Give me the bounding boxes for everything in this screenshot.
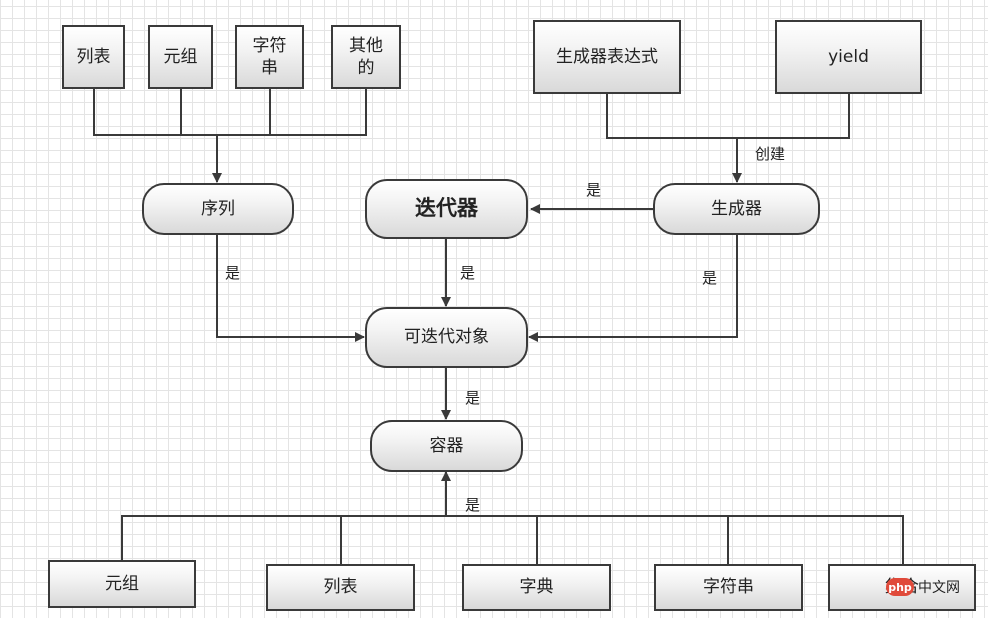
label-create: 创建: [755, 145, 786, 163]
edge-creators-to-generator: [606, 93, 850, 139]
node-generator-expression: 生成器表达式: [533, 20, 681, 94]
label-iterable-is-container: 是: [465, 389, 481, 407]
node-yield-label: yield: [828, 46, 869, 67]
node-yield: yield: [775, 20, 922, 94]
node-sequence-label: 序列: [201, 198, 235, 219]
node-iterator-label: 迭代器: [415, 196, 478, 221]
node-dict-bottom-label: 字典: [519, 577, 554, 598]
label-generator-is-iterable: 是: [702, 269, 718, 287]
node-dict-bottom: 字典: [462, 564, 611, 611]
node-iterable-label: 可迭代对象: [404, 327, 489, 348]
node-iterable: 可迭代对象: [365, 307, 528, 368]
label-iterator-is-iterable: 是: [460, 264, 476, 282]
node-list-bottom-label: 列表: [323, 577, 358, 598]
edge-top-group-to-sequence: [93, 88, 367, 136]
node-string-top: 字符串: [235, 25, 304, 89]
watermark-text: 中文网: [918, 580, 960, 596]
edge-bottom-group-to-container: [121, 515, 904, 565]
node-generator: 生成器: [653, 183, 820, 235]
node-list-top: 列表: [62, 25, 125, 89]
node-list-top-label: 列表: [76, 46, 111, 67]
node-other-top-label: 其他的: [349, 35, 383, 78]
node-tuple-bottom-label: 元组: [105, 573, 139, 594]
node-string-bottom-label: 字符串: [703, 577, 754, 598]
node-generator-expression-label: 生成器表达式: [556, 46, 658, 67]
label-sequence-is-iterable: 是: [225, 264, 241, 282]
node-tuple-bottom: 元组: [48, 560, 196, 608]
node-generator-label: 生成器: [711, 198, 762, 219]
node-list-bottom: 列表: [266, 564, 415, 611]
node-tuple-top-label: 元组: [163, 46, 198, 67]
node-string-top-label: 字符串: [252, 35, 287, 78]
php-logo-icon: php: [886, 578, 914, 596]
label-generator-is-iterator: 是: [586, 181, 602, 199]
node-container-label: 容器: [429, 435, 464, 456]
node-container: 容器: [370, 420, 523, 472]
edge-generator-to-iterable: [528, 234, 738, 342]
node-iterator: 迭代器: [365, 179, 528, 239]
node-other-top: 其他的: [331, 25, 401, 89]
node-sequence: 序列: [142, 183, 294, 235]
edge-sequence-to-iterable: [216, 234, 365, 342]
node-tuple-top: 元组: [148, 25, 213, 89]
node-string-bottom: 字符串: [654, 564, 803, 611]
watermark: php 中文网: [886, 577, 960, 597]
label-bottom-is-container: 是: [465, 496, 481, 514]
